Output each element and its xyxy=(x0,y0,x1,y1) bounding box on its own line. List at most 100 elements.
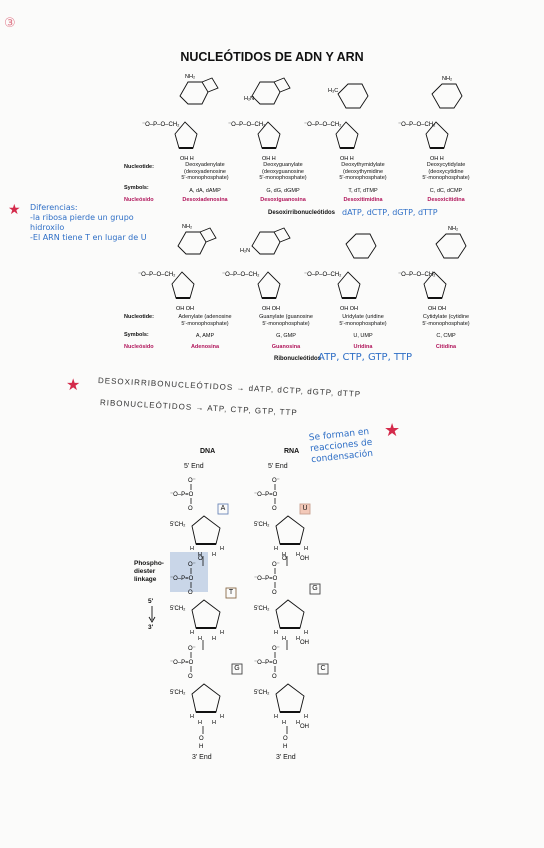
rna-three-end: 3' End xyxy=(276,754,296,761)
phosphate-label: ⁻O–P–O–CH₂ xyxy=(228,122,266,128)
rna-unit-3: OH xyxy=(253,645,309,730)
phospho-line-2: diester xyxy=(134,568,156,575)
phosphodiester-label: Phospho- diester linkage xyxy=(134,560,164,584)
oh-label: OH OH xyxy=(262,306,280,312)
svg-text:OH: OH xyxy=(300,724,309,730)
ribo-row-nucleotide: Nucleotide: xyxy=(124,314,154,320)
phosphate-label: ⁻O–P–O–CH₂ xyxy=(304,122,342,128)
methyl-label: H₃C xyxy=(328,88,338,94)
phosphate-label: ⁻O–P–O–CH₂ xyxy=(142,122,180,128)
differences-note: Diferencias: -la ribosa pierde un grupo … xyxy=(30,203,147,243)
deoxy-caption: Desoxirribonucleótidos xyxy=(268,210,336,216)
rna-unit-2: OH xyxy=(253,561,309,646)
phospho-line-3: linkage xyxy=(134,576,157,583)
ribo-nucleoside-4: Citidina xyxy=(435,344,457,350)
deoxy-row-symbols: Symbols: xyxy=(124,185,149,191)
phosphate-label: ⁻O–P–O–CH₂ xyxy=(398,272,436,278)
page-title: NUCLEÓTIDOS DE ADN Y ARN xyxy=(180,50,364,64)
ribo-nucleoside-2: Guanosina xyxy=(271,344,301,350)
base-box-rna-1 xyxy=(299,503,311,515)
rna-base-3: C xyxy=(320,665,326,672)
deoxy-caption-hand: dATP, dCTP, dGTP, dTTP xyxy=(342,208,438,217)
deoxy-structures: ⁻O–P–O–CH₂ NH₂ OH H ⁻O–P–O–CH₂ H₂N OH H … xyxy=(138,74,467,312)
svg-text:O: O xyxy=(282,556,287,562)
oh-label: OH OH xyxy=(428,306,446,312)
dna-base-1: A xyxy=(220,505,226,512)
oh-label: OH OH xyxy=(340,306,358,312)
ribo-symbols-1: A, AMP xyxy=(195,333,215,339)
svg-text:OH: OH xyxy=(300,556,309,562)
oh-label: OH H xyxy=(340,156,354,162)
deoxy-symbols-2: G, dG, dGMP xyxy=(266,188,300,194)
rna-base-2: G xyxy=(312,585,318,592)
deoxy-symbols-3: T, dT, dTMP xyxy=(348,188,378,194)
amino-label: NH₂ xyxy=(442,76,452,82)
oh-label: OH H xyxy=(262,156,276,162)
svg-text:O: O xyxy=(283,736,288,742)
structure-dgmp: ⁻O–P–O–CH₂ H₂N OH H xyxy=(228,77,291,162)
ribo-name-1: Adenylate (adenosine 5'-monophosphate) xyxy=(178,314,232,327)
diff-line-2: hidroxilo xyxy=(30,223,65,232)
svg-text:O: O xyxy=(198,556,203,562)
structure-damp: ⁻O–P–O–CH₂ NH₂ OH H xyxy=(142,74,219,162)
deoxy-name-4: Deoxycytidylate (deoxycytidine 5'-monoph… xyxy=(422,162,470,181)
deoxy-name-2: Deoxyguanylate (deoxyguanosine 5'-monoph… xyxy=(259,162,307,181)
rna-label: RNA xyxy=(284,448,300,455)
base-box-dna-3 xyxy=(231,663,243,675)
dna-base-3: G xyxy=(234,665,240,672)
deoxy-row-nucleotide: Nucleotide: xyxy=(124,164,154,170)
ribo-nucleoside-1: Adenosina xyxy=(190,344,220,350)
svg-text:OH: OH xyxy=(300,640,309,646)
ribo-caption-hand: ATP, CTP, GTP, TTP xyxy=(318,352,412,363)
svg-text:O: O xyxy=(199,736,204,742)
structure-cmp: ⁻O–P–O–CH₂ NH₂ OH OH xyxy=(398,226,467,312)
structure-ump: ⁻O–P–O–CH₂ OH OH xyxy=(304,233,377,312)
ribo-nucleoside-3: Uridina xyxy=(353,344,373,350)
rna-unit-1: OH xyxy=(253,477,309,562)
base-box-dna-2 xyxy=(225,587,237,599)
direction-3: 3' xyxy=(148,624,154,631)
amino-label: NH₂ xyxy=(185,74,195,80)
rna-base-1: U xyxy=(302,505,308,512)
ribo-row-nucleoside: Nucleósido xyxy=(124,344,154,350)
dna-unit-3 xyxy=(169,645,225,727)
dna-label: DNA xyxy=(200,448,216,455)
oh-label: OH H xyxy=(180,156,194,162)
deoxy-name-1: Deoxyadenylate (deoxyadenosine 5'-monoph… xyxy=(181,162,229,181)
ribo-row-symbols: Symbols: xyxy=(124,332,149,338)
amino-label: H₂N xyxy=(240,248,250,254)
dna-five-end: 5' End xyxy=(184,463,204,470)
base-box-dna-1 xyxy=(217,503,229,515)
amino-label: NH₂ xyxy=(182,224,192,230)
deoxy-nucleoside-3: Desoxitimidina xyxy=(343,197,383,203)
rna-five-end: 5' End xyxy=(268,463,288,470)
structure-amp: ⁻O–P–O–CH₂ NH₂ OH OH xyxy=(138,224,217,312)
deoxy-row-nucleoside: Nucleósido xyxy=(124,197,154,203)
ribo-symbols-3: U, UMP xyxy=(353,333,373,339)
amino-label: NH₂ xyxy=(448,226,458,232)
direction-5: 5' xyxy=(148,598,154,605)
svg-text:H: H xyxy=(283,744,287,750)
diff-line-3: -El ARN tiene T en lugar de U xyxy=(30,233,147,242)
deoxy-name-3: Deoxythymidylate (deoxythymidine 5'-mono… xyxy=(339,162,387,181)
ribo-symbols-4: C, CMP xyxy=(436,333,456,339)
deoxy-nucleoside-4: Desoxicitidina xyxy=(427,197,465,203)
ribo-symbols-2: G, GMP xyxy=(276,333,296,339)
svg-text:H: H xyxy=(199,744,203,750)
diff-line-1: -la ribosa pierde un grupo xyxy=(30,213,134,222)
deoxy-symbols-4: C, dC, dCMP xyxy=(429,188,463,194)
deoxy-nucleoside-2: Desoxiguanosina xyxy=(260,197,306,203)
deoxy-symbols-1: A, dA, dAMP xyxy=(189,188,221,194)
ribo-name-3: Uridylate (uridine 5'-monophosphate) xyxy=(339,314,387,327)
oh-label: OH H xyxy=(430,156,444,162)
ribo-caption: Ribonucleótidos xyxy=(274,356,321,362)
oh-label: OH OH xyxy=(176,306,194,312)
ribo-name-2: Guanylate (guanosine 5'-monophosphate) xyxy=(259,314,313,327)
deoxy-nucleoside-1: Desoxiadenosina xyxy=(182,197,228,203)
base-box-rna-2 xyxy=(309,583,321,595)
star-icon: ★ xyxy=(66,377,81,394)
dna-unit-1 xyxy=(169,477,225,559)
structure-dcmp: ⁻O–P–O–CH₂ NH₂ OH H xyxy=(398,76,463,162)
